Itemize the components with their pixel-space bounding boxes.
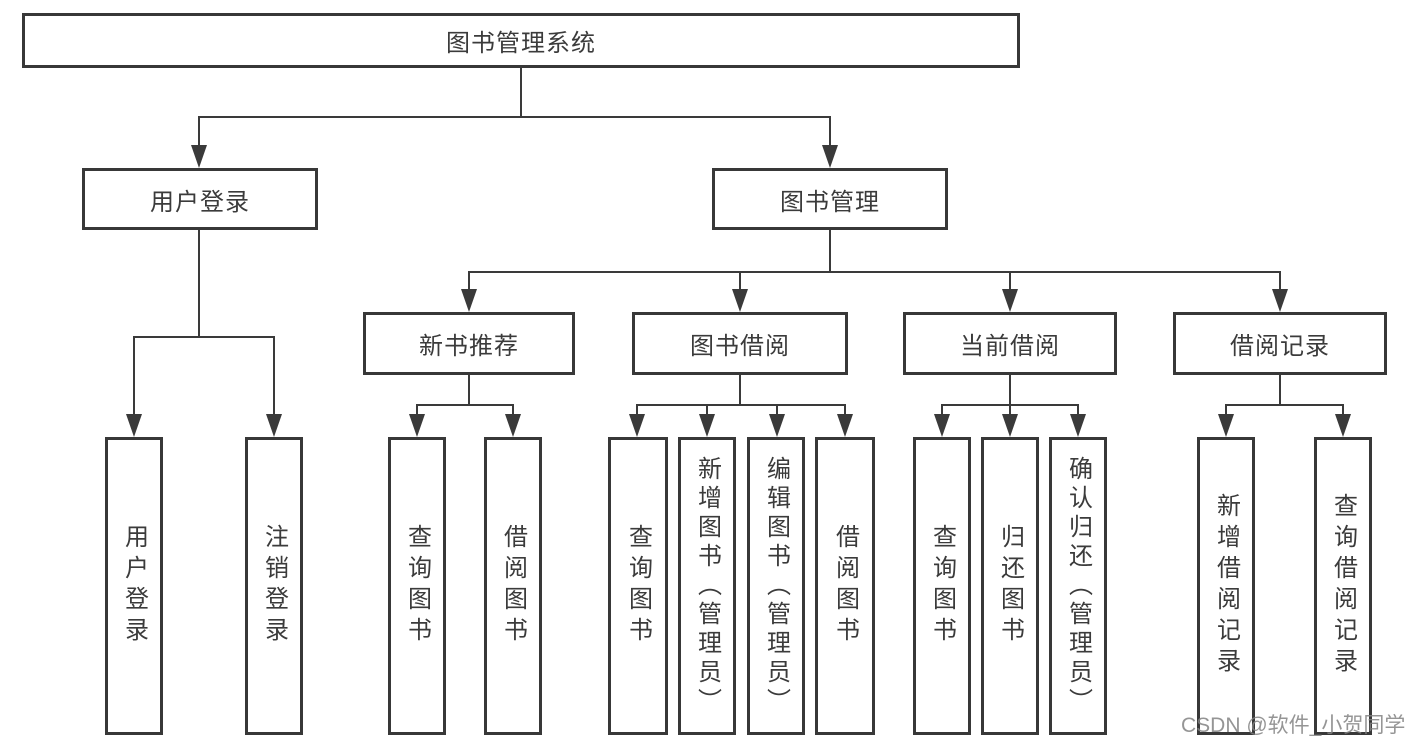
connector-drop [468,272,470,292]
connector-drop [776,405,778,417]
node-current-borrowing: 当前借阅 [903,312,1117,375]
connector-stem [520,68,522,118]
arrowhead-down-icon [1335,414,1351,437]
connector-drop [739,272,741,292]
arrowhead-down-icon [1218,414,1234,437]
arrowhead-down-icon [505,414,521,437]
connector-drop [1009,405,1011,417]
arrowhead-down-icon [1070,414,1086,437]
leaf-query-books-recommend: 查询图书 [388,437,446,735]
connector-drop [198,117,200,148]
connector-drop [512,405,514,417]
connector-bus [198,116,831,118]
connector-stem [829,230,831,273]
leaf-logout: 注销登录 [245,437,303,735]
connector-drop [416,405,418,417]
arrowhead-down-icon [629,414,645,437]
arrowhead-down-icon [699,414,715,437]
connector-drop [1077,405,1079,417]
leaf-user-login: 用户登录 [105,437,163,735]
arrowhead-down-icon [1002,414,1018,437]
connector-stem [198,230,200,338]
node-borrowing-records: 借阅记录 [1173,312,1387,375]
connector-drop [829,117,831,148]
arrowhead-down-icon [191,145,207,168]
connector-drop [844,405,846,417]
node-new-book-recommendation: 新书推荐 [363,312,575,375]
leaf-query-books-borrowing: 查询图书 [608,437,668,735]
leaf-confirm-return-admin: 确认归还（管理员） [1049,437,1107,735]
node-book-management: 图书管理 [712,168,948,230]
connector-drop [273,337,275,417]
arrowhead-down-icon [1272,289,1288,312]
watermark: CSDN @软件_小贺同学 [1181,714,1405,737]
connector-bus [133,336,275,338]
connector-stem [1279,375,1281,406]
leaf-add-books-admin: 新增图书（管理员） [678,437,736,735]
arrowhead-down-icon [837,414,853,437]
leaf-borrow-books-recommend: 借阅图书 [484,437,542,735]
arrowhead-down-icon [409,414,425,437]
connector-drop [1342,405,1344,417]
connector-drop [706,405,708,417]
node-user-login: 用户登录 [82,168,318,230]
connector-bus [416,404,514,406]
node-root-book-management-system: 图书管理系统 [22,13,1020,68]
connector-drop [1279,272,1281,292]
arrowhead-down-icon [1002,289,1018,312]
leaf-borrow-books-borrowing: 借阅图书 [815,437,875,735]
arrowhead-down-icon [822,145,838,168]
leaf-query-borrowing-record: 查询借阅记录 [1314,437,1372,735]
connector-bus [468,271,1281,273]
arrowhead-down-icon [934,414,950,437]
connector-drop [636,405,638,417]
connector-stem [468,375,470,406]
connector-drop [1225,405,1227,417]
connector-bus [636,404,846,406]
arrowhead-down-icon [732,289,748,312]
connector-drop [133,337,135,417]
leaf-return-books: 归还图书 [981,437,1039,735]
connector-drop [1009,272,1011,292]
arrowhead-down-icon [266,414,282,437]
arrowhead-down-icon [769,414,785,437]
arrowhead-down-icon [126,414,142,437]
leaf-query-books-current: 查询图书 [913,437,971,735]
connector-stem [1009,375,1011,406]
arrowhead-down-icon [461,289,477,312]
connector-stem [739,375,741,406]
connector-bus [1225,404,1344,406]
node-book-borrowing: 图书借阅 [632,312,848,375]
leaf-add-borrowing-record: 新增借阅记录 [1197,437,1255,735]
connector-drop [941,405,943,417]
leaf-edit-books-admin: 编辑图书（管理员） [747,437,805,735]
